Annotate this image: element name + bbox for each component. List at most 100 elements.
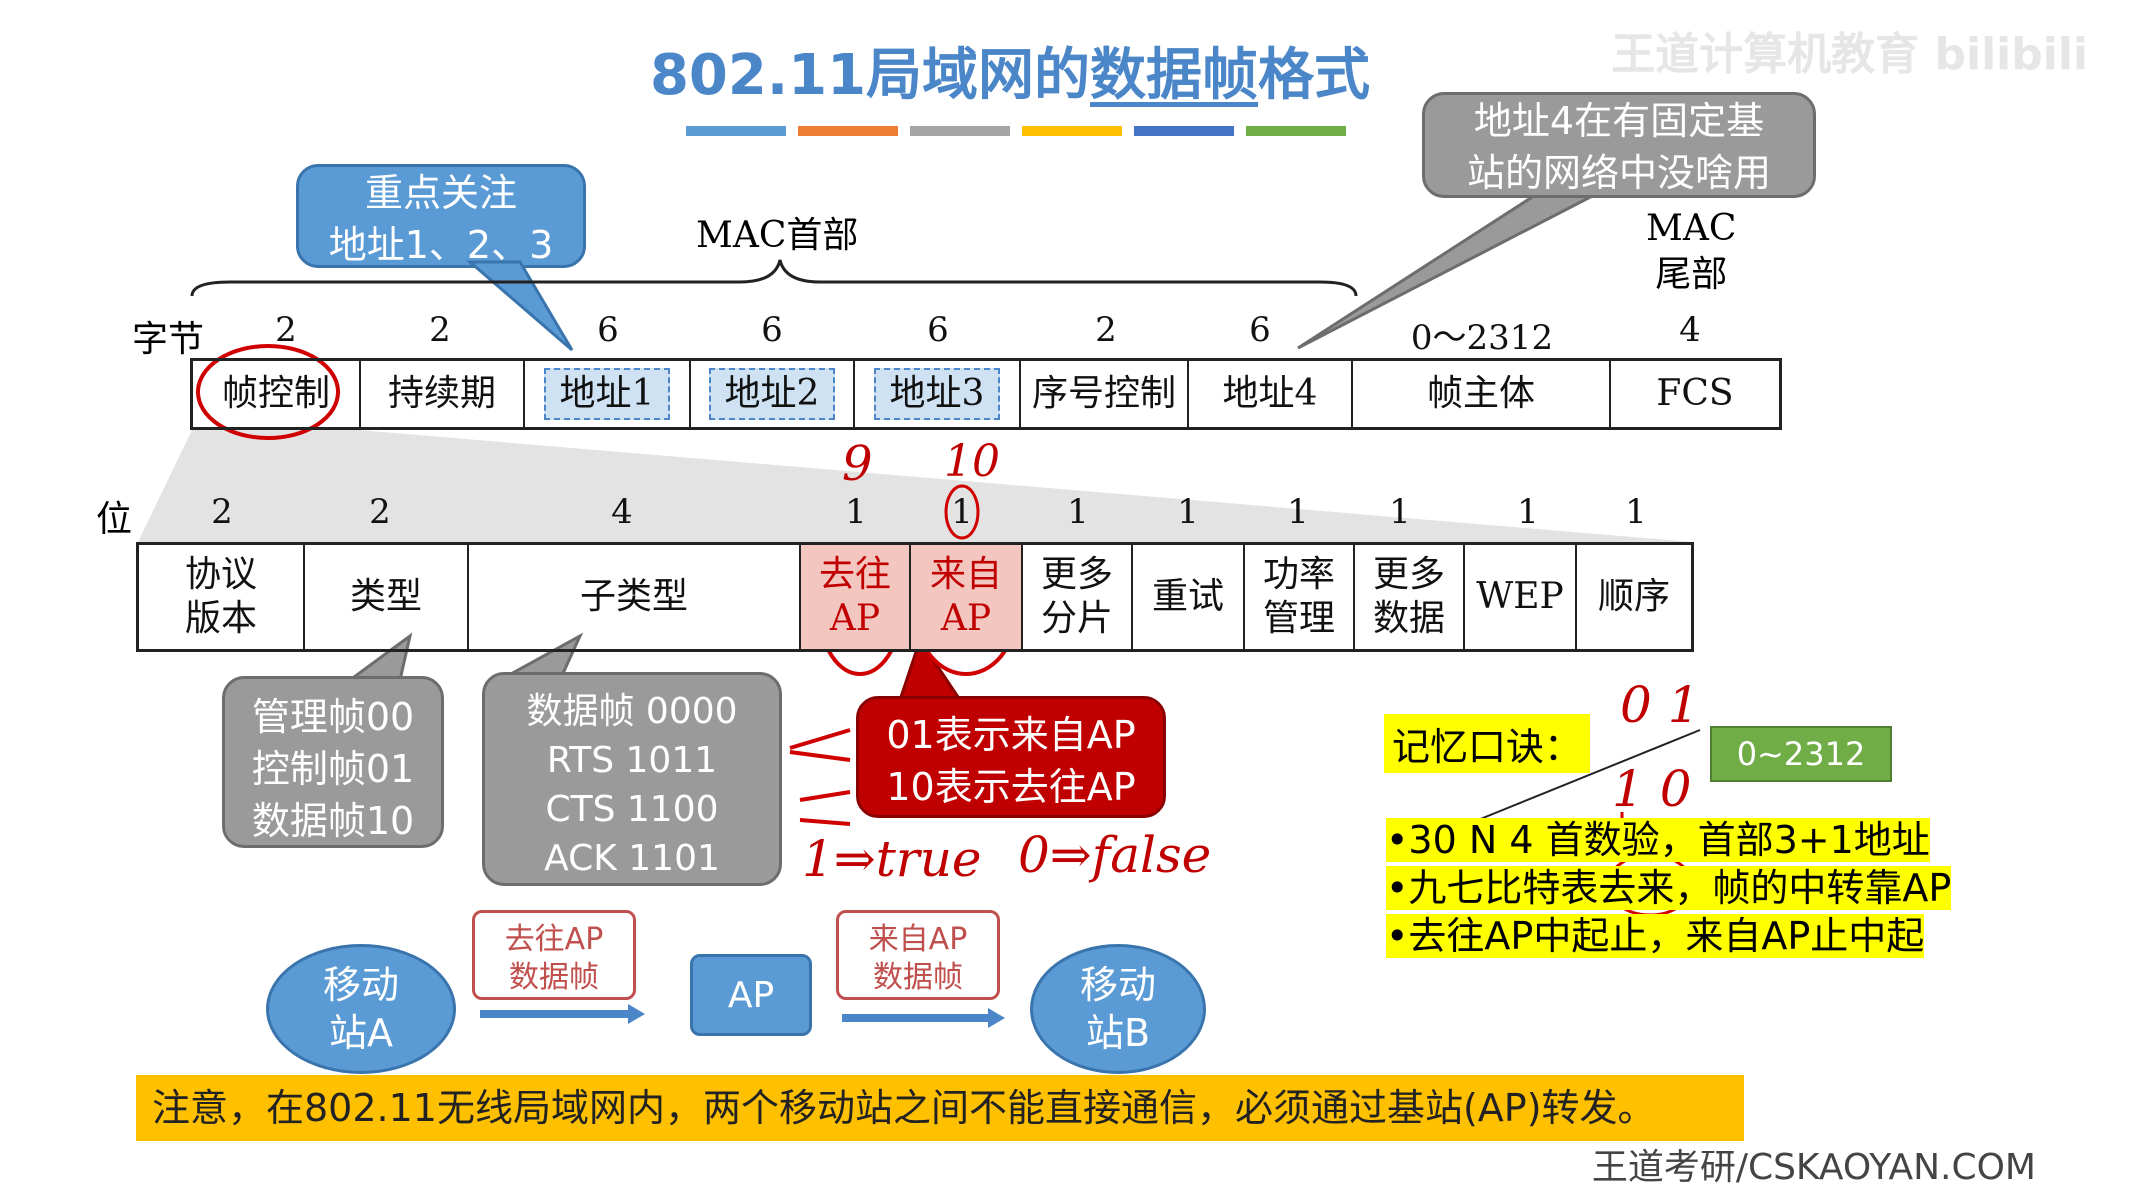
mnemonic-line: •30 N 4 首数验，首部3+1地址	[1386, 818, 1930, 862]
control-unit-label: 位	[96, 499, 133, 540]
hand-arrows	[789, 728, 851, 826]
focus-callout: 重点关注 地址1、2、3	[296, 164, 586, 268]
frame-size: 6	[761, 310, 783, 350]
addr4-callout: 地址4在有固定基 站的网络中没啥用	[1422, 92, 1816, 198]
bit-label: 分片	[1040, 598, 1113, 639]
control-size: 1	[845, 492, 867, 532]
hand-false: 0⇒false	[1018, 826, 1212, 884]
subtype-code: RTS 1011	[546, 740, 718, 781]
bit-label: 更多	[1372, 554, 1445, 595]
bit-type: 类型	[305, 545, 469, 649]
frame-size: 2	[1095, 310, 1117, 350]
expansion-wedge	[138, 430, 1692, 542]
bit-label: 协议	[184, 554, 257, 595]
frame-size: 6	[927, 310, 949, 350]
from-ap-frame-line: 来自AP	[868, 922, 968, 957]
field-address4: 地址4	[1189, 361, 1353, 427]
control-size: 1	[1517, 492, 1539, 532]
frame-size: 2	[275, 310, 297, 350]
station-a: 移动站A	[266, 944, 456, 1074]
bit-more-fragments: 更多分片	[1023, 545, 1133, 649]
note-bar: 注意，在802.11无线局域网内，两个移动站之间不能直接通信，必须通过基站(AP…	[136, 1075, 1744, 1141]
flow-arrow-1-head	[628, 1004, 645, 1024]
bit-protocol-version: 协议版本	[139, 545, 305, 649]
station-b-line: 移动	[1079, 963, 1156, 1007]
type-callout: 管理帧00 控制帧01 数据帧10	[222, 676, 444, 848]
bit-label: 管理	[1262, 598, 1335, 639]
bit-more-data: 更多数据	[1355, 545, 1465, 649]
field-fcs: FCS	[1656, 373, 1734, 414]
bit-label: 数据	[1372, 598, 1445, 639]
title-underlined: 数据帧	[1090, 43, 1259, 108]
control-size: 1	[1625, 492, 1647, 532]
field-duration: 持续期	[361, 361, 525, 427]
station-a-line: 移动	[322, 963, 399, 1007]
frame-size: 0～2312	[1410, 318, 1554, 358]
field-address2-label: 地址2	[708, 368, 836, 420]
subtype-code: 数据帧 0000	[526, 691, 738, 732]
footer-credit: 王道考研/CSKAOYAN.COM	[1591, 1147, 2036, 1188]
mnemonic-line: •九七比特表去来，帧的中转靠AP	[1386, 866, 1952, 910]
bit-label: 来自	[929, 554, 1002, 595]
range-box: 0~2312	[1710, 726, 1892, 782]
from-ap-frame-scroll: 来自AP 数据帧	[836, 910, 1000, 1000]
bit-label: 更多	[1040, 554, 1113, 595]
mnemonic-line: •去往AP中起止，来自AP止中起	[1386, 914, 1925, 958]
station-b: 移动站B	[1030, 944, 1206, 1074]
mac-trailer-line1: MAC	[1646, 208, 1737, 249]
control-size: 1	[1177, 492, 1199, 532]
title-rule-segment	[798, 126, 898, 136]
station-a-line: 站A	[328, 1011, 393, 1055]
bit-retry: 重试	[1133, 545, 1245, 649]
title-rule-segment	[1134, 126, 1234, 136]
bit-label: 去往	[818, 554, 891, 595]
bit-wep: WEP	[1465, 545, 1577, 649]
to-ap-frame-scroll: 去往AP 数据帧	[472, 910, 636, 1000]
field-address1-label: 地址1	[543, 368, 671, 420]
frame-size: 4	[1679, 310, 1701, 350]
title-rule-segment	[910, 126, 1010, 136]
type-code: 控制帧01	[251, 747, 415, 791]
bit-order: 顺序	[1597, 576, 1670, 617]
control-size: 1	[951, 492, 973, 532]
control-size: 2	[211, 492, 233, 532]
access-point: AP	[690, 954, 812, 1036]
from-ap-frame-line: 数据帧	[873, 960, 963, 995]
field-frame-control: 帧控制	[193, 361, 361, 427]
hand-index-9: 9	[842, 436, 873, 492]
hand-bits-mid: 1 0	[1612, 760, 1692, 818]
field-address3: 地址3	[855, 361, 1021, 427]
control-size: 4	[611, 492, 633, 532]
focus-callout-pointer	[465, 260, 574, 352]
control-size: 1	[1389, 492, 1411, 532]
mac-trailer-line2: 尾部	[1655, 254, 1728, 295]
bit-label: AP	[940, 598, 992, 639]
mnemonic-label: 记忆口诀：	[1384, 714, 1591, 773]
mac-trailer-label: MAC 尾部	[1646, 206, 1736, 298]
mnemonic-slash	[1477, 729, 1701, 821]
bit-subtype: 子类型	[469, 545, 801, 649]
bit-label: 功率	[1262, 554, 1335, 595]
field-address3-label: 地址3	[873, 368, 1001, 420]
addr4-callout-line1: 地址4在有固定基	[1473, 99, 1765, 143]
bit-power-management: 功率管理	[1245, 545, 1355, 649]
focus-callout-line1: 重点关注	[364, 171, 517, 215]
addr4-callout-line2: 站的网络中没啥用	[1466, 151, 1771, 195]
focus-callout-line2: 地址1、2、3	[328, 223, 554, 267]
control-size: 2	[369, 492, 391, 532]
frame-control-circle	[196, 344, 340, 440]
hand-index-10: 10	[944, 436, 1000, 487]
watermark: 王道计算机教育 bilibili	[1611, 29, 2088, 80]
field-sequence-control: 序号控制	[1021, 361, 1189, 427]
field-address1: 地址1	[525, 361, 691, 427]
to-ap-frame-line: 数据帧	[509, 960, 599, 995]
title-rule-segment	[686, 126, 786, 136]
type-code: 管理帧00	[251, 695, 415, 739]
subtype-callout: 数据帧 0000 RTS 1011 CTS 1100 ACK 1101	[482, 672, 782, 886]
field-address2: 地址2	[691, 361, 855, 427]
frame-size: 2	[429, 310, 451, 350]
title-rule-segment	[1022, 126, 1122, 136]
frame-size: 6	[597, 310, 619, 350]
